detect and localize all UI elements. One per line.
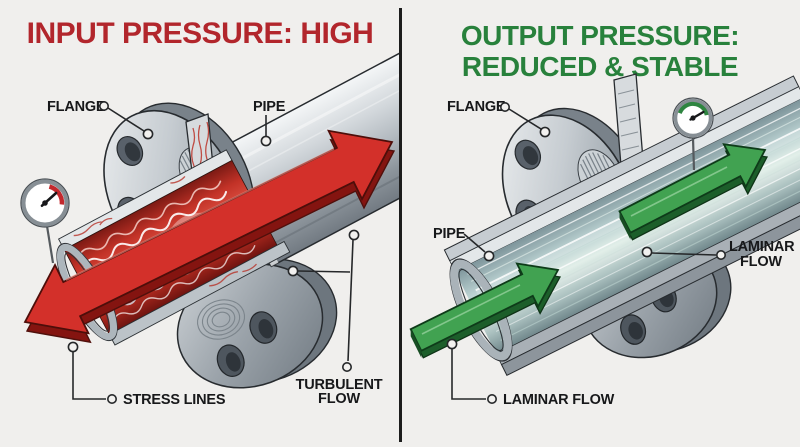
flange-label: FLANGE (447, 99, 506, 115)
right-title-line1: OUTPUT PRESSURE: (460, 20, 740, 51)
label-stress-lines: STRESS LINES (67, 341, 226, 408)
flange-neck-section (613, 73, 645, 179)
right-title: OUTPUT PRESSURE: REDUCED & STABLE (400, 20, 800, 82)
high-pressure-flow-arrow (23, 129, 396, 344)
right-panel: OUTPUT PRESSURE: REDUCED & STABLE (400, 0, 800, 447)
left-title: INPUT PRESSURE: HIGH (26, 17, 374, 50)
pressure-gauge-icon (20, 178, 70, 264)
left-diagram: FLANGE PIPE STRESS LINES (20, 44, 400, 408)
label-flange: FLANGE (447, 99, 551, 138)
label-laminar-flow-bottom: LAMINAR FLOW (446, 338, 615, 408)
label-pipe: PIPE (253, 99, 286, 147)
pipe-label: PIPE (253, 99, 286, 115)
turbulent-flow-label: TURBULENT (296, 377, 383, 393)
right-title-line2: REDUCED & STABLE (461, 51, 739, 82)
stress-lines (73, 175, 257, 287)
laminar-flow-bottom-label: LAMINAR FLOW (503, 392, 615, 408)
label-laminar-flow-mid: LAMINAR FLOW (641, 239, 795, 270)
left-panel: INPUT PRESSURE: HIGH (20, 17, 400, 408)
thread-rings (197, 299, 246, 340)
stress-lines-label: STRESS LINES (123, 392, 226, 408)
panel-divider (399, 8, 402, 442)
flange-label: FLANGE (47, 99, 106, 115)
turbulent-flow-label-2: FLOW (318, 391, 360, 407)
laminar-flow-arrow-upper (618, 143, 769, 241)
label-turbulent-flow: TURBULENT FLOW (287, 229, 383, 407)
laminar-flow-label-2: FLOW (740, 254, 782, 270)
label-pipe: PIPE (433, 226, 495, 262)
flange-disc-rear (176, 258, 338, 389)
label-flange: FLANGE (47, 99, 154, 140)
laminar-flow-arrow-lower (409, 262, 562, 359)
pressure-gauge-icon (672, 97, 714, 171)
pipe-label: PIPE (433, 226, 466, 242)
laminar-flow-label: LAMINAR (729, 239, 795, 255)
right-diagram: FLANGE PIPE LAMINAR FLOW LA (409, 73, 800, 408)
